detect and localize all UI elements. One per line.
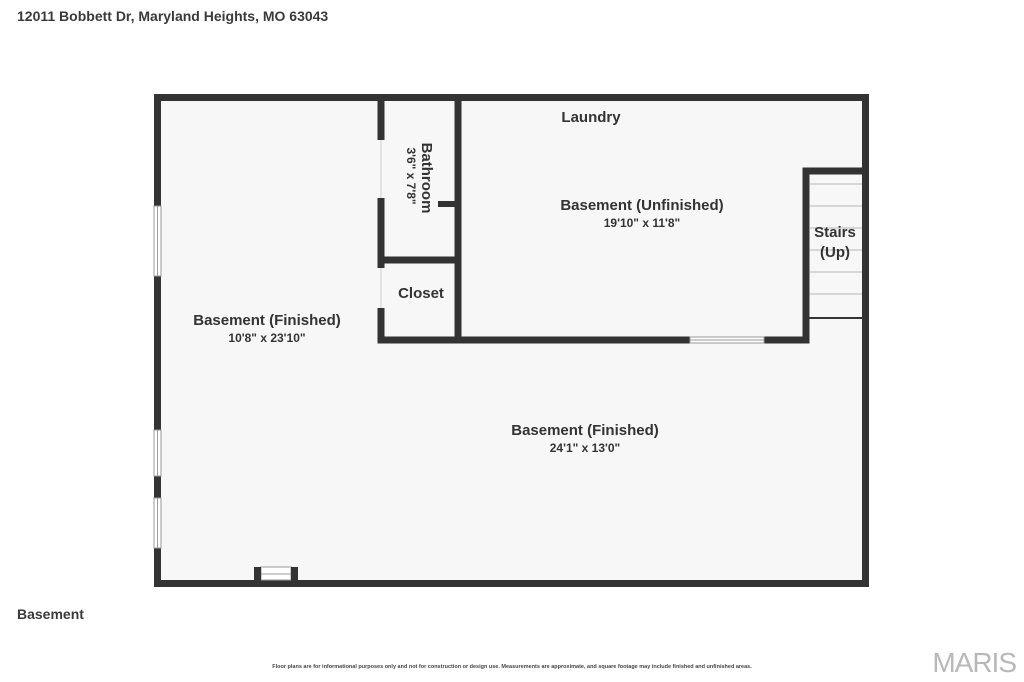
- stair-treads: [810, 183, 862, 295]
- room-finished-left-name: Basement (Finished): [193, 312, 341, 329]
- outer-walls: [154, 94, 869, 587]
- room-bathroom-dims: 3'6" x 7'8": [404, 147, 418, 204]
- property-address: 12011 Bobbett Dr, Maryland Heights, MO 6…: [17, 8, 329, 24]
- room-finished-bottom-dims: 24'1" x 13'0": [550, 441, 620, 455]
- stairs-label-line1: Stairs: [814, 224, 856, 241]
- disclaimer-text: Floor plans are for informational purpos…: [272, 664, 752, 670]
- window-lines: [157, 206, 764, 575]
- stairs-label-line2: (Up): [820, 244, 850, 261]
- room-closet-name: Closet: [398, 285, 444, 302]
- room-finished-bottom-name: Basement (Finished): [511, 422, 659, 439]
- brand-logo: MARIS: [932, 647, 1017, 678]
- window-posts: [254, 567, 298, 584]
- room-laundry-name: Laundry: [561, 109, 621, 126]
- room-unfinished-dims: 19'10" x 11'8": [604, 216, 680, 230]
- room-finished-left-dims: 10'8" x 23'10": [228, 331, 305, 345]
- room-unfinished-name: Basement (Unfinished): [560, 197, 723, 214]
- bathroom-wall-stub: [438, 201, 456, 207]
- room-bathroom-name: Bathroom: [418, 143, 435, 214]
- floor-label: Basement: [17, 606, 84, 622]
